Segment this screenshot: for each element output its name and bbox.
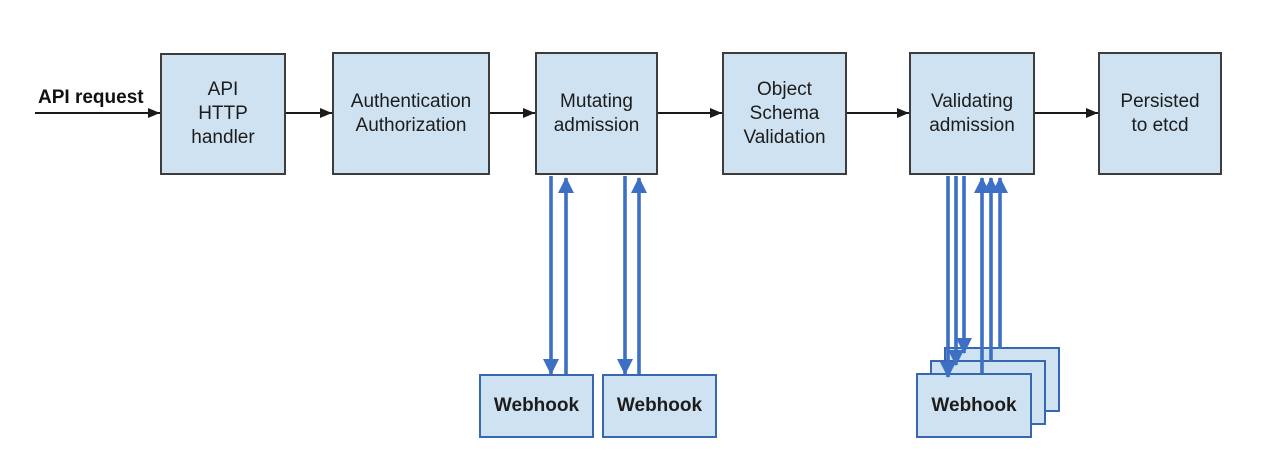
node-label: Object Schema Validation	[743, 78, 826, 148]
node-api-http-handler: API HTTP handler	[160, 53, 286, 175]
node-label: Mutating admission	[553, 90, 640, 136]
node-label: Authentication Authorization	[350, 90, 472, 136]
mutating-webhook-2: Webhook	[602, 374, 717, 438]
node-label: Persisted to etcd	[1120, 90, 1200, 136]
node-authentication-authorization: Authentication Authorization	[332, 52, 490, 175]
node-validating-admission: Validating admission	[909, 52, 1035, 175]
webhook-label: Webhook	[931, 394, 1017, 416]
webhook-label: Webhook	[493, 395, 580, 416]
node-label: Validating admission	[929, 90, 1015, 136]
node-object-schema-validation: Object Schema Validation	[722, 52, 847, 175]
mutating-webhook-1: Webhook	[479, 374, 594, 438]
node-label: API HTTP handler	[191, 79, 255, 148]
validating-webhook-front: Webhook	[916, 373, 1032, 438]
webhook-label: Webhook	[616, 395, 703, 416]
node-persisted-to-etcd: Persisted to etcd	[1098, 52, 1222, 175]
node-mutating-admission: Mutating admission	[535, 52, 658, 175]
api-request-label: API request	[38, 87, 144, 108]
